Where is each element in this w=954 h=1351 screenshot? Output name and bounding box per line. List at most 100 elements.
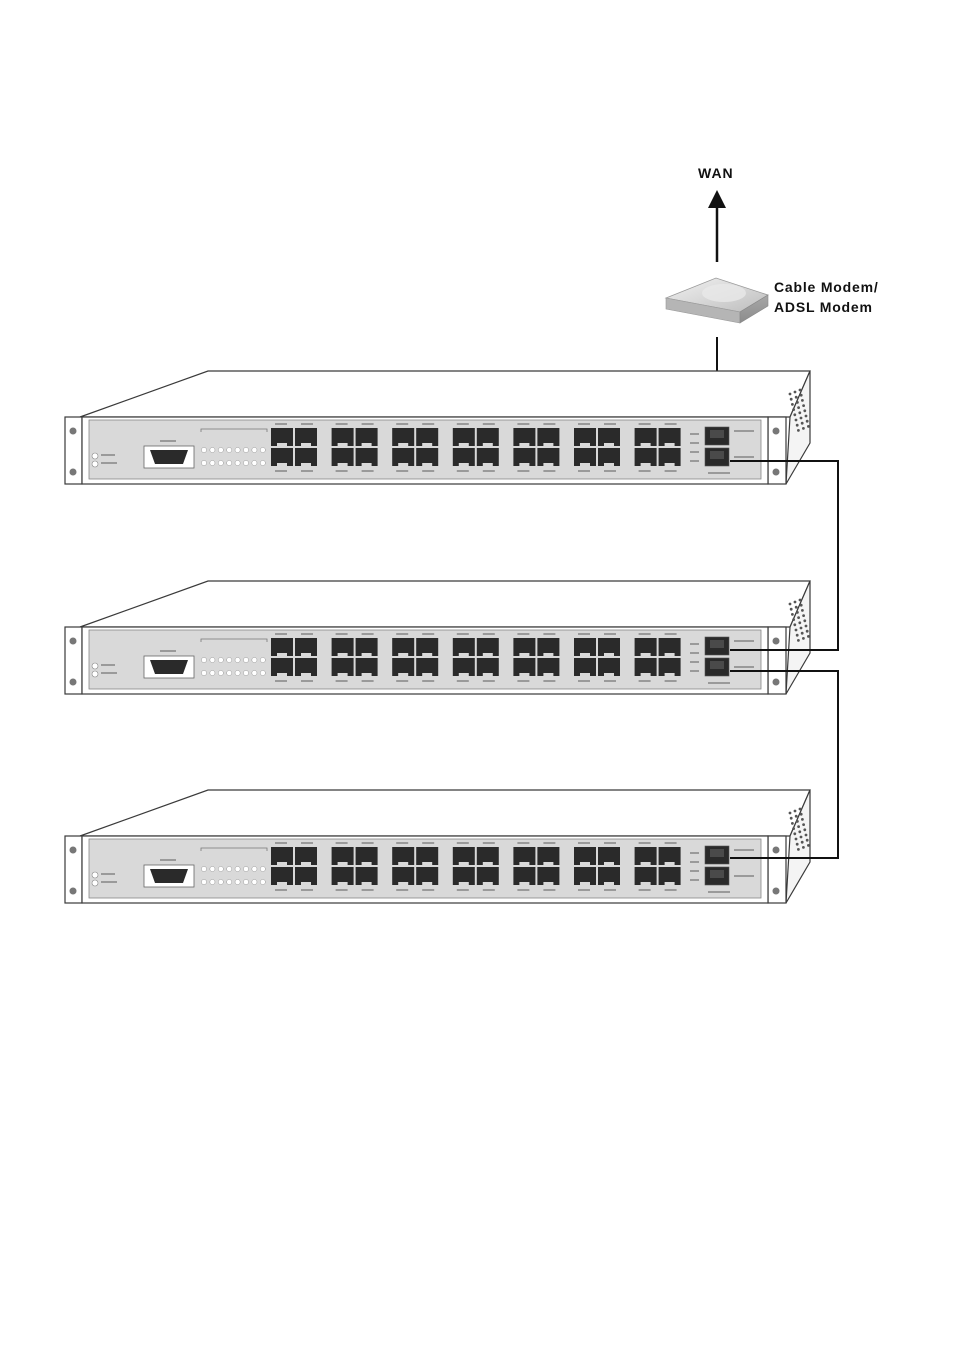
port-caption-mark (457, 470, 469, 472)
uplink-caption-mark (690, 870, 699, 872)
power-led-icon (92, 453, 98, 459)
port-led-icon (210, 866, 215, 871)
port-led-icon (218, 657, 223, 662)
port-caption-mark (336, 633, 348, 635)
uplink-caption-mark (734, 456, 754, 458)
port-caption-mark (483, 680, 495, 682)
uplink-caption-mark (708, 472, 730, 474)
port-caption-mark (457, 842, 469, 844)
port-caption-mark (396, 680, 408, 682)
port-led-icon (227, 879, 232, 884)
port-caption-mark (517, 889, 529, 891)
port-caption-mark (275, 470, 287, 472)
port-caption-mark (457, 680, 469, 682)
port-caption-mark (483, 423, 495, 425)
port-led-icon (227, 447, 232, 452)
status-led-icon (92, 461, 98, 467)
uplink-caption-mark (690, 861, 699, 863)
port-caption-mark (665, 423, 677, 425)
port-jack-icon (710, 870, 724, 878)
switch-3 (65, 790, 810, 903)
port-caption-mark (639, 889, 651, 891)
port-caption-mark (665, 470, 677, 472)
port-caption-mark (396, 842, 408, 844)
wan-label: WAN (698, 165, 734, 181)
switch-top-surface (80, 790, 810, 836)
port-caption-mark (517, 842, 529, 844)
port-caption-mark (604, 423, 616, 425)
port-led-icon (243, 879, 248, 884)
port-caption-mark (543, 680, 555, 682)
port-led-icon (210, 670, 215, 675)
port-led-icon (218, 460, 223, 465)
port-led-icon (252, 866, 257, 871)
rack-screw-icon (773, 679, 780, 686)
port-led-icon (252, 879, 257, 884)
port-led-icon (235, 866, 240, 871)
port-caption-mark (301, 842, 313, 844)
port-caption-mark (578, 842, 590, 844)
port-caption-mark (422, 680, 434, 682)
port-caption-mark (457, 889, 469, 891)
port-caption-mark (639, 842, 651, 844)
port-led-icon (260, 866, 265, 871)
port-led-icon (252, 670, 257, 675)
wan-arrow (708, 190, 726, 262)
port-caption-mark (543, 470, 555, 472)
port-caption-mark (604, 680, 616, 682)
console-caption-mark (160, 859, 176, 861)
port-led-icon (235, 657, 240, 662)
uplink-caption-mark (708, 682, 730, 684)
rack-screw-icon (773, 847, 780, 854)
port-jack-icon (710, 849, 724, 857)
port-led-icon (201, 670, 206, 675)
port-led-icon (201, 460, 206, 465)
port-led-icon (243, 670, 248, 675)
port-caption-mark (275, 842, 287, 844)
port-caption-mark (362, 680, 374, 682)
switch-top-surface (80, 371, 810, 417)
port-led-icon (260, 447, 265, 452)
switch-2 (65, 581, 810, 694)
port-jack-icon (710, 451, 724, 459)
port-caption-mark (483, 889, 495, 891)
port-led-icon (235, 670, 240, 675)
rack-screw-icon (773, 469, 780, 476)
uplink-caption-mark (690, 661, 699, 663)
rack-screw-icon (773, 888, 780, 895)
port-led-icon (227, 866, 232, 871)
console-port-icon (150, 869, 188, 883)
uplink-caption-mark (734, 640, 754, 642)
port-caption-mark (639, 633, 651, 635)
modem-label-line1: Cable Modem/ (774, 279, 879, 295)
port-caption-mark (275, 423, 287, 425)
port-led-icon (243, 460, 248, 465)
port-caption-mark (578, 423, 590, 425)
status-led-icon (92, 671, 98, 677)
console-caption-mark (160, 440, 176, 442)
port-caption-mark (604, 470, 616, 472)
port-caption-mark (665, 889, 677, 891)
uplink-caption-mark (690, 433, 699, 435)
uplink-caption-mark (734, 430, 754, 432)
port-led-icon (243, 866, 248, 871)
modem-label-line2: ADSL Modem (774, 299, 873, 315)
uplink-caption-mark (690, 460, 699, 462)
port-led-icon (201, 447, 206, 452)
port-caption-mark (639, 423, 651, 425)
port-led-icon (235, 879, 240, 884)
port-led-icon (210, 879, 215, 884)
led-caption-mark (101, 462, 117, 464)
port-caption-mark (517, 470, 529, 472)
uplink-caption-mark (690, 879, 699, 881)
port-led-icon (243, 657, 248, 662)
port-caption-mark (517, 423, 529, 425)
port-caption-mark (665, 842, 677, 844)
port-led-icon (252, 447, 257, 452)
uplink-caption-mark (690, 643, 699, 645)
port-caption-mark (543, 842, 555, 844)
port-led-icon (260, 879, 265, 884)
port-led-icon (235, 447, 240, 452)
modem-icon (666, 278, 768, 323)
